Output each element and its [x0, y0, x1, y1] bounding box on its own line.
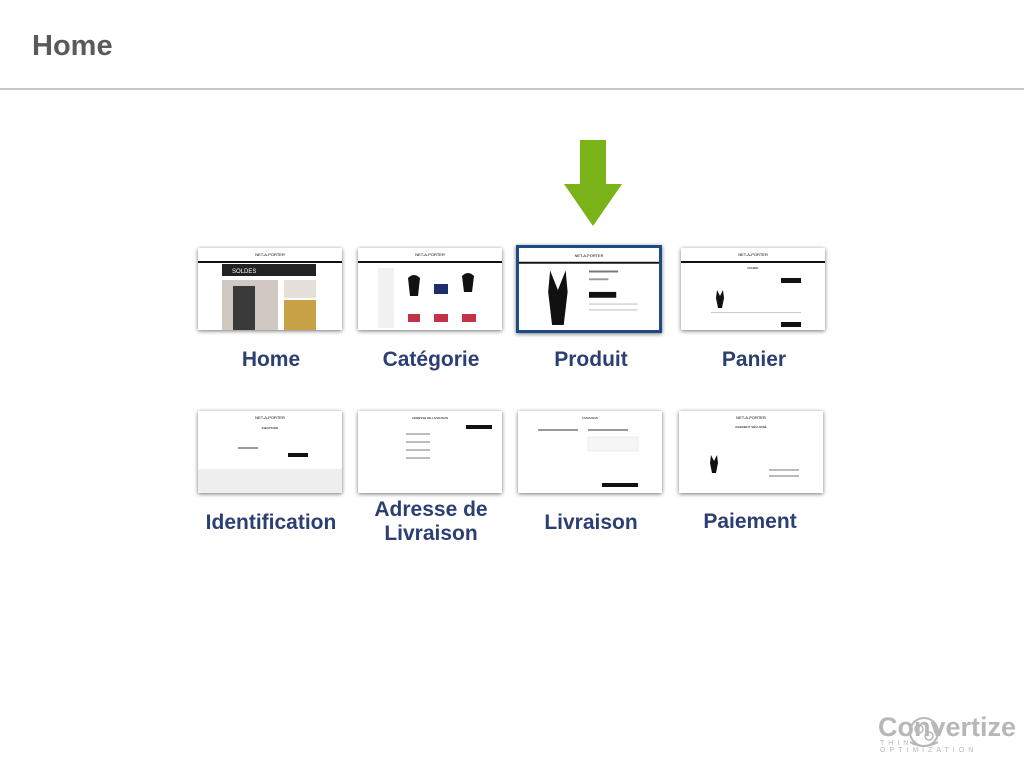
step-label-produit: Produit [554, 348, 628, 371]
down-arrow-icon [564, 140, 622, 226]
thumbnail-home[interactable]: NET-A-PORTER SOLDES [198, 248, 342, 330]
adresse-heading: ADRESSE DE LIVRAISON [412, 416, 448, 420]
store-name: NET-A-PORTER [736, 415, 766, 420]
step-label-panier: Panier [721, 348, 787, 371]
thumbnail-categorie[interactable]: NET-A-PORTER [358, 248, 502, 330]
store-name: NET-A-PORTER [255, 252, 285, 257]
step-label-adresse: Adresse de Livraison [374, 498, 488, 545]
paiement-heading: PAIEMENT SÉCURISÉ [735, 424, 766, 429]
step-label-livraison: Livraison [544, 511, 638, 534]
page-title: Home [32, 30, 113, 62]
thumbnail-panier[interactable]: NET-A-PORTER PANIER [681, 248, 825, 330]
thumbnail-livraison[interactable]: LIVRAISON [518, 411, 662, 493]
brand-tagline: THINK OPTIMIZATION [880, 740, 978, 754]
convertize-logo [909, 717, 939, 747]
store-name: NET-A-PORTER [415, 252, 445, 257]
store-name: NET-A-PORTER [255, 415, 285, 420]
step-label-paiement: Paiement [703, 510, 797, 533]
step-label-categorie: Catégorie [382, 348, 480, 371]
panier-heading: PANIER [748, 266, 760, 270]
thumbnail-identification[interactable]: NET-A-PORTER IDENTIFIER [198, 411, 342, 493]
brand-name: Convertize [878, 712, 1017, 742]
store-name: NET-A-PORTER [575, 253, 604, 258]
step-label-home: Home [241, 348, 301, 371]
thumbnail-produit[interactable]: NET-A-PORTER [516, 245, 662, 333]
store-name: NET-A-PORTER [738, 252, 768, 257]
livraison-heading: LIVRAISON [582, 416, 598, 420]
thumbnail-paiement[interactable]: NET-A-PORTER PAIEMENT SÉCURISÉ [679, 411, 823, 493]
thumbnail-adresse[interactable]: ADRESSE DE LIVRAISON [358, 411, 502, 493]
step-label-identification: Identification [205, 511, 337, 534]
title-divider [0, 88, 1024, 90]
sale-banner: SOLDES [232, 269, 256, 275]
identification-heading: IDENTIFIER [262, 426, 280, 430]
